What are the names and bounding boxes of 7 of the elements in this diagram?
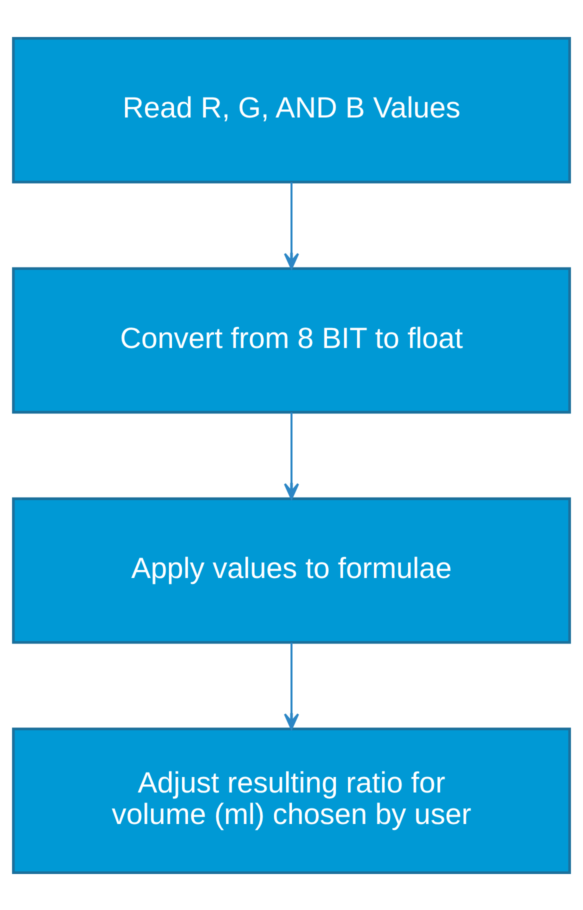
arrow [284,182,300,269]
node-box: Adjust resulting ratio for volume (ml) chosen by user [12,727,571,874]
node-box: Convert from 8 BIT to float [12,266,571,414]
node-box: Read R, G, AND B Values [12,36,571,183]
node-box: Apply values to formulae [12,496,571,644]
arrow [284,642,300,730]
arrow [284,412,300,500]
